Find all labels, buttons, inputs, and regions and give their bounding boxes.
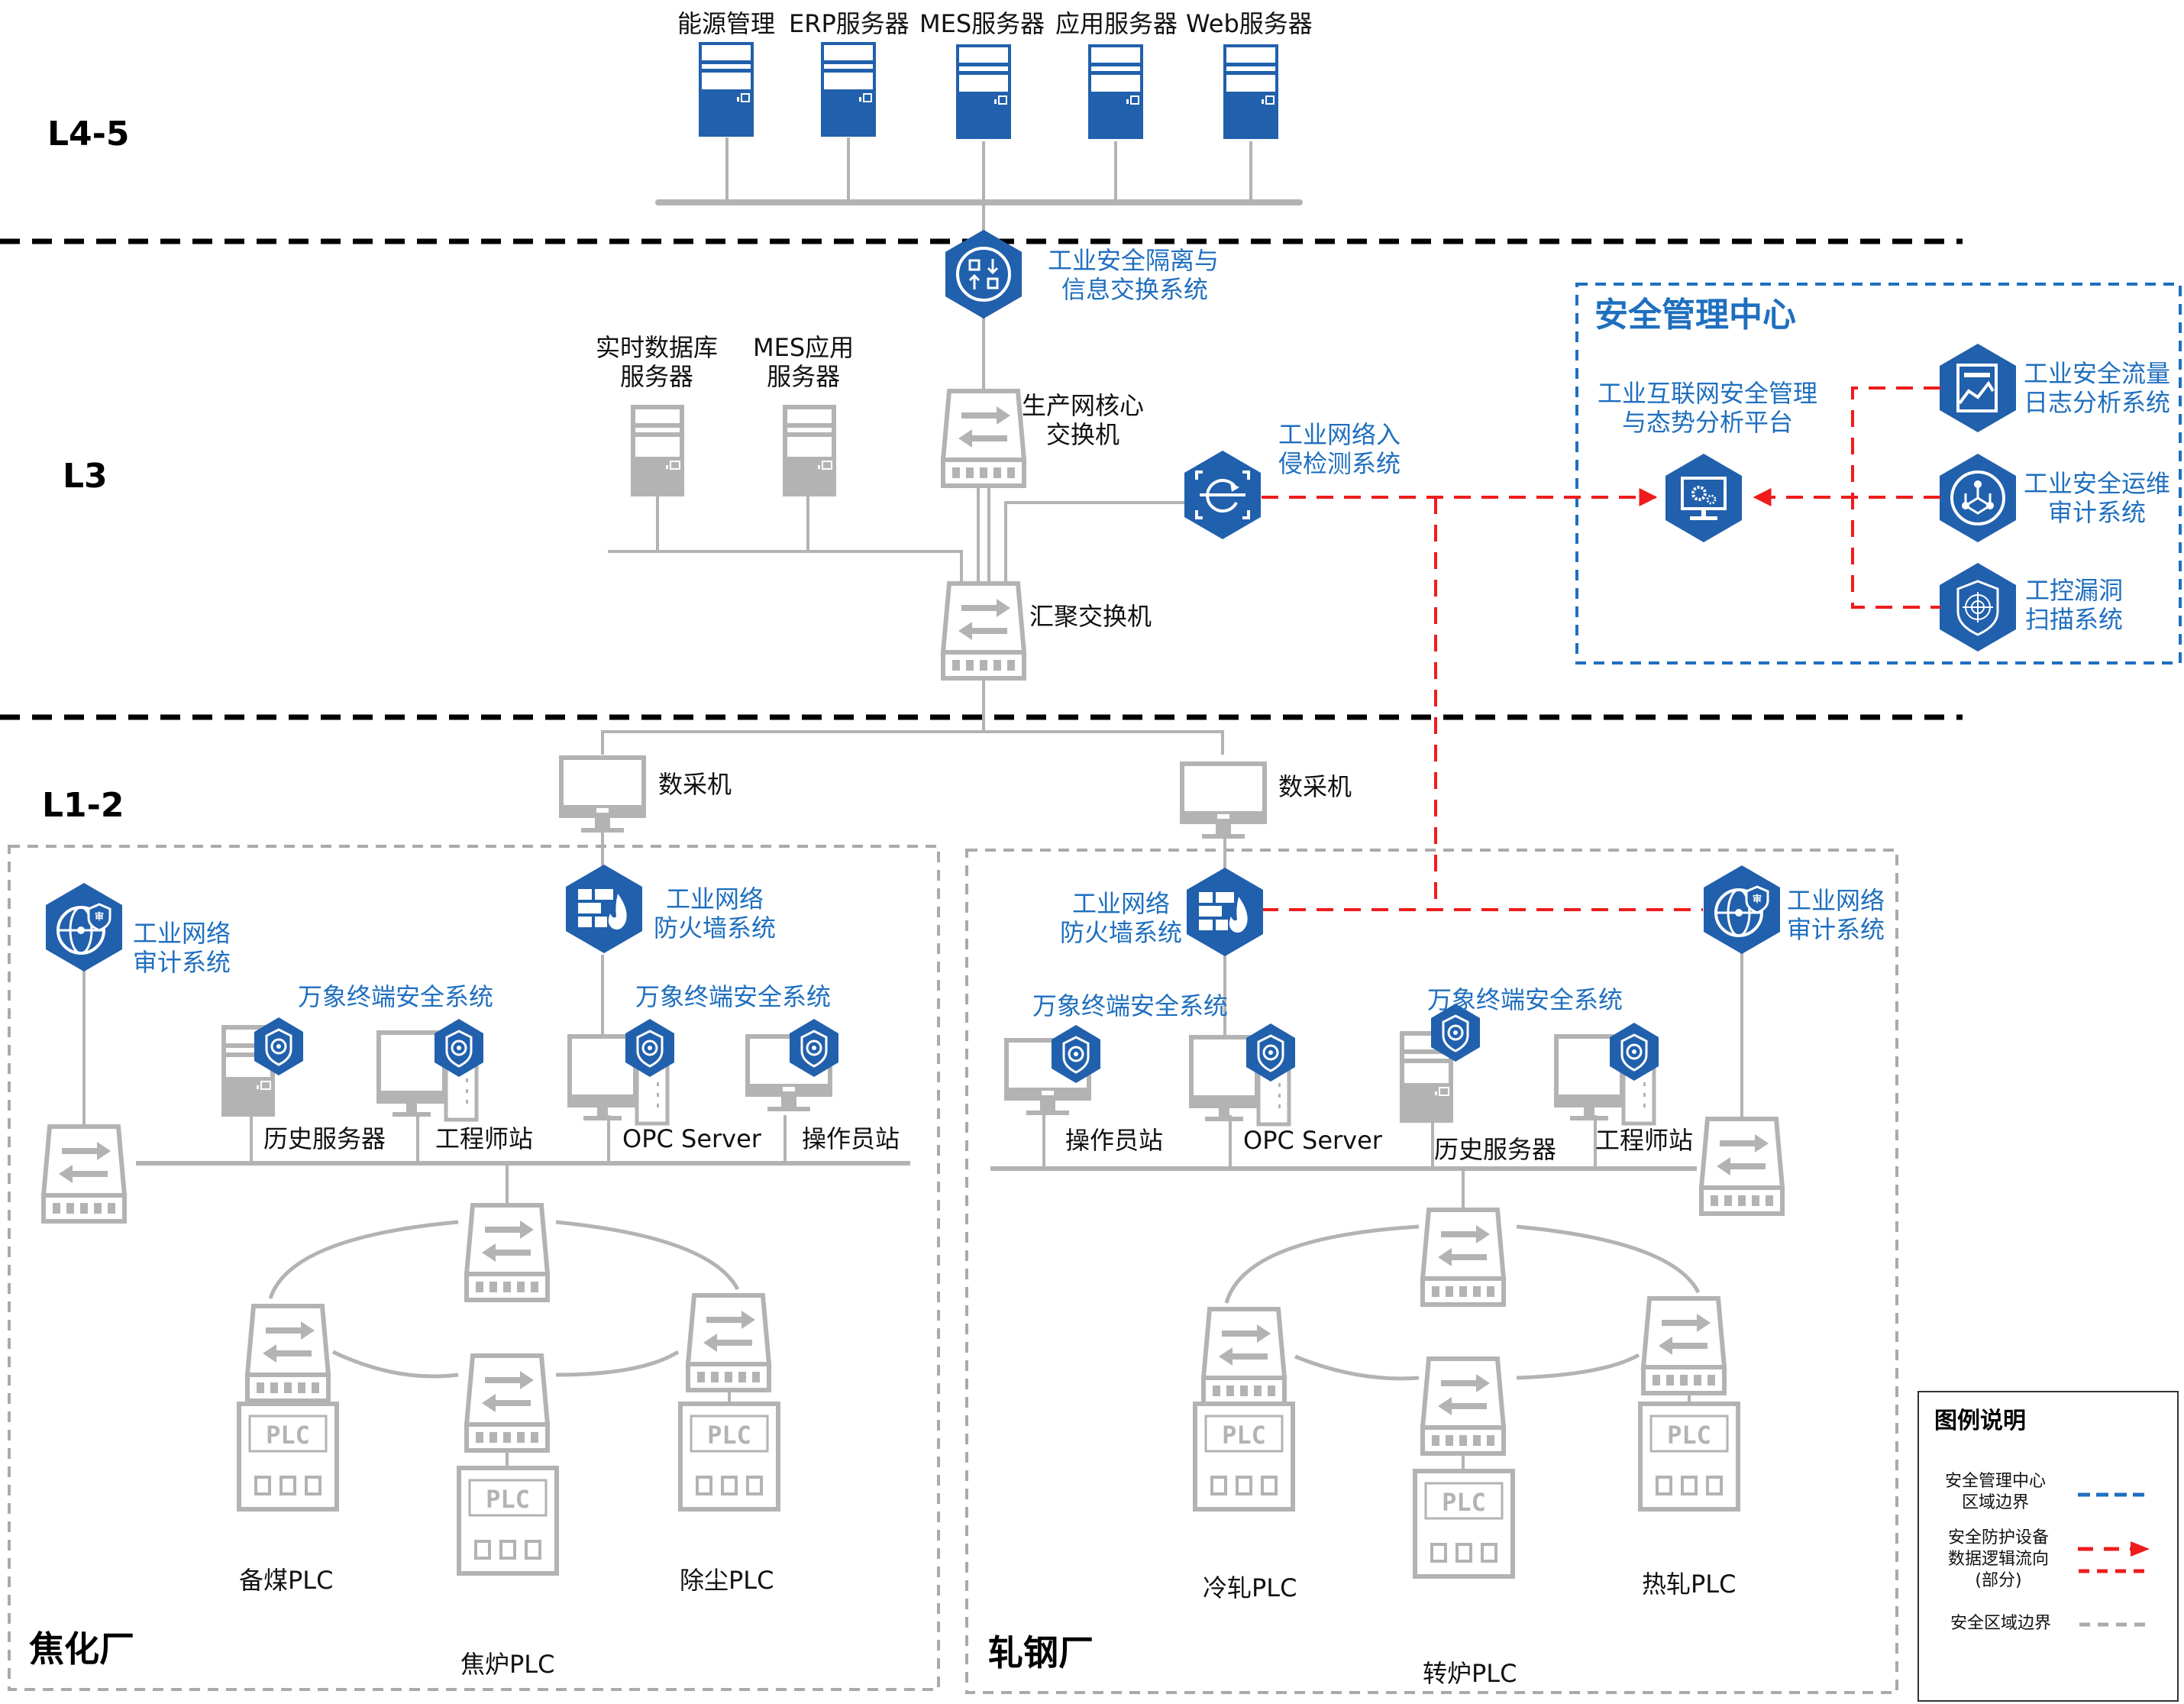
steel-zone-label: 轧钢厂 xyxy=(988,1632,1094,1673)
coking-host-label: 操作员站 xyxy=(802,1124,900,1153)
top-server-links xyxy=(725,137,1252,229)
server-icon-web xyxy=(1223,44,1279,140)
ops-audit-hex-icon xyxy=(1940,454,2016,542)
core-switch-icon xyxy=(943,391,1024,486)
plc-icon-rezha xyxy=(1640,1404,1738,1509)
server-icon-rtdb xyxy=(630,404,685,497)
plc-label: 除尘PLC xyxy=(680,1566,774,1595)
steel-host-label: 操作员站 xyxy=(1065,1126,1164,1155)
core-switch-label: 生产网核心 交换机 xyxy=(1022,391,1145,449)
coking-host-label: 工程师站 xyxy=(435,1124,534,1153)
coking-ring-switch-top xyxy=(467,1205,548,1300)
plc-icon-jiaolu xyxy=(459,1468,557,1573)
steel-collector-label: 数采机 xyxy=(1278,772,1352,801)
server-icon-erp xyxy=(820,41,877,137)
legend-arrowhead xyxy=(2131,1541,2150,1557)
legend-title: 图例说明 xyxy=(1934,1408,2026,1434)
ops-audit-label: 工业安全运维 审计系统 xyxy=(2024,469,2171,527)
aggregation-switch-label: 汇聚交换机 xyxy=(1029,602,1152,631)
layer-label-l45: L4-5 xyxy=(47,115,130,154)
mes-app-server-label: MES应用 服务器 xyxy=(753,333,855,391)
server-label-energy: 能源管理 xyxy=(677,9,776,38)
steel-ring-switch-right xyxy=(1643,1298,1724,1393)
flow-log-label: 工业安全流量 日志分析系统 xyxy=(2024,359,2171,417)
coking-collector-label: 数采机 xyxy=(658,770,732,799)
server-icon-app xyxy=(1087,44,1144,140)
steel-ring-switch-bottom xyxy=(1423,1359,1504,1453)
ids-hex-icon xyxy=(1184,451,1261,539)
server-label-app: 应用服务器 xyxy=(1055,9,1178,38)
platform-label: 工业互联网安全管理 与态势分析平台 xyxy=(1598,379,1818,437)
security-center-title: 安全管理中心 xyxy=(1594,296,1796,335)
plc-label: 冷轧PLC xyxy=(1203,1573,1297,1602)
steel-plant-boundary xyxy=(965,849,1898,1694)
server-label-mes: MES服务器 xyxy=(919,9,1045,38)
steel-host-label: 历史服务器 xyxy=(1434,1135,1557,1164)
coking-firewall-hex-icon xyxy=(566,865,642,953)
coking-links xyxy=(82,833,910,1468)
aggregation-switch-icon xyxy=(943,584,1024,678)
plc-label: 转炉PLC xyxy=(1423,1659,1517,1688)
plc-label: 焦炉PLC xyxy=(460,1650,555,1679)
server-icon-energy xyxy=(698,41,754,137)
plc-icon-beimei xyxy=(239,1404,337,1509)
steel-host-label: OPC Server xyxy=(1243,1126,1382,1155)
server-icon-mes xyxy=(955,44,1012,140)
coking-host-label: OPC Server xyxy=(622,1124,761,1153)
rtdb-server-label: 实时数据库 服务器 xyxy=(596,333,719,391)
coking-ring-switch-left xyxy=(247,1306,328,1401)
collector-monitor-icon-steel xyxy=(1182,764,1265,839)
security-center-boundary xyxy=(1575,283,2182,664)
isolation-label: 工业安全隔离与 信息交换系统 xyxy=(1048,246,1220,304)
legend-item-zone-boundary: 安全区域边界 xyxy=(1950,1614,2051,1633)
isolation-hex-icon xyxy=(945,230,1022,318)
steel-host-label: 工程师站 xyxy=(1595,1126,1694,1155)
collector-monitor-icon-coking xyxy=(561,758,644,833)
steel-access-switch-icon xyxy=(1701,1119,1782,1214)
server-label-erp: ERP服务器 xyxy=(789,9,909,38)
coking-audit-hex-icon xyxy=(46,883,122,972)
coking-audit-label: 工业网络 审计系统 xyxy=(133,919,231,977)
coking-access-switch-icon xyxy=(44,1127,124,1221)
coking-firewall-label: 工业网络 防火墙系统 xyxy=(654,884,777,943)
coking-endpoint-label-2: 万象终端安全系统 xyxy=(635,982,832,1011)
coking-host-label: 历史服务器 xyxy=(263,1124,386,1153)
steel-ring-switch-top xyxy=(1423,1210,1504,1305)
flow-log-hex-icon xyxy=(1940,344,2016,432)
steel-ring-switch-left xyxy=(1203,1309,1284,1404)
server-icon-mes-app xyxy=(782,404,837,497)
l3-server-bus xyxy=(601,486,1224,755)
steel-firewall-hex-icon xyxy=(1187,868,1263,956)
steel-audit-hex-icon xyxy=(1704,865,1780,954)
vuln-scan-hex-icon xyxy=(1940,563,2016,652)
plc-icon-lengzha xyxy=(1195,1404,1293,1509)
security-data-flow xyxy=(1262,386,1940,911)
platform-hex-icon xyxy=(1665,454,1742,542)
steel-firewall-label: 工业网络 防火墙系统 xyxy=(1060,889,1183,947)
server-label-web: Web服务器 xyxy=(1186,9,1313,38)
layer-label-l12: L1-2 xyxy=(42,786,124,825)
steel-endpoint-label-2: 万象终端安全系统 xyxy=(1427,985,1623,1014)
ids-label: 工业网络入 侵检测系统 xyxy=(1278,420,1401,478)
coking-ring-switch-right xyxy=(688,1295,769,1390)
coking-endpoint-label-1: 万象终端安全系统 xyxy=(298,982,494,1011)
plc-label: 备煤PLC xyxy=(239,1566,334,1595)
plc-label: 热轧PLC xyxy=(1642,1570,1737,1599)
layer-label-l3: L3 xyxy=(63,457,108,496)
steel-endpoint-label-1: 万象终端安全系统 xyxy=(1032,991,1229,1020)
plc-icon-chuchen xyxy=(680,1404,778,1509)
vuln-scan-label: 工控漏洞 扫描系统 xyxy=(2025,576,2124,634)
plc-icon-zhuanlu xyxy=(1415,1471,1513,1576)
legend-item-data-flow: 安全防护设备 数据逻辑流向 (部分) xyxy=(1947,1528,2049,1590)
coking-ring-switch-bottom xyxy=(467,1356,548,1450)
coking-plant-boundary xyxy=(8,845,940,1691)
legend-item-security-center-boundary: 安全管理中心 区域边界 xyxy=(1944,1472,2046,1512)
steel-audit-label: 工业网络 审计系统 xyxy=(1787,886,1885,944)
coking-zone-label: 焦化厂 xyxy=(29,1628,134,1670)
